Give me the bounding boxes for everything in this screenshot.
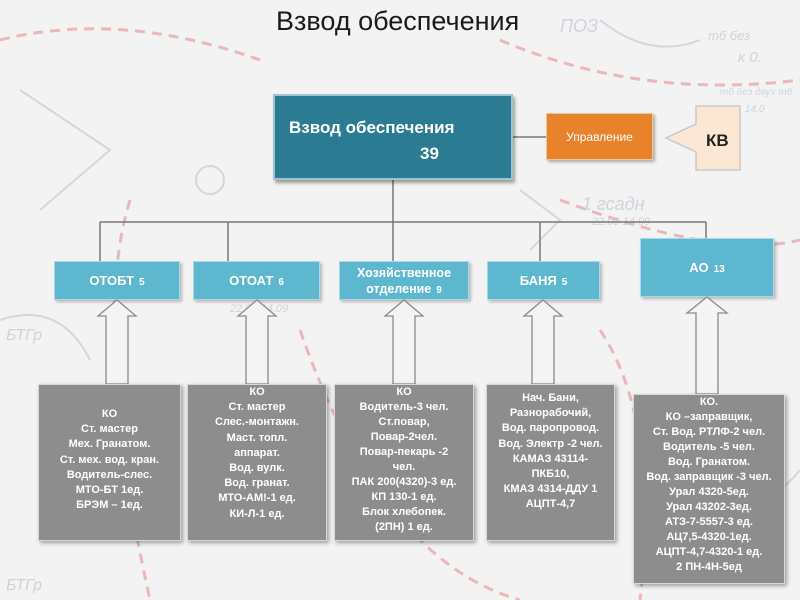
staff-line: Ст. мех. вод. кран.	[59, 453, 160, 466]
staff-line: Ст.повар,	[378, 416, 430, 428]
staff-line: Разнорабочий,	[509, 407, 592, 420]
svg-text:ПОЗ: ПОЗ	[560, 16, 598, 36]
staff-card-otoat: КО Ст. мастер Слес.-монтажн. Маст. топл.…	[187, 384, 327, 541]
arrow-ao	[685, 296, 729, 395]
platoon-box-count: 39	[420, 144, 439, 163]
department-count: 6	[278, 277, 284, 288]
staff-line: Мех. Гранатом.	[68, 438, 151, 451]
staff-line: (2ПН) 1 ед.	[375, 521, 433, 533]
staff-line: Маст. топл.	[226, 431, 288, 444]
staff-line: Водитель -5 чел.	[663, 441, 755, 453]
staff-line: АЦПТ-4,7-4320-1 ед.	[655, 546, 763, 558]
staff-line: Нач. Бани,	[522, 392, 579, 404]
staff-line: Водитель-3 чел.	[359, 401, 449, 413]
department-ao: АО 13	[640, 238, 774, 297]
staff-line: Вод. Электр -2 чел.	[498, 437, 603, 450]
staff-line: Повар-пекарь -2	[359, 446, 449, 458]
staff-line: КП 130-1 ед.	[371, 491, 437, 503]
svg-text:БТГр: БТГр	[6, 577, 42, 594]
staff-line: КО	[249, 386, 265, 398]
staff-line: КО –заправщик,	[665, 411, 753, 423]
staff-card-ao: КО. КО –заправщик, Ст. Вод. РТЛФ-2 чел. …	[633, 394, 785, 584]
staff-line: Вод. паропровод.	[501, 422, 600, 435]
staff-line: Водитель-слес.	[66, 468, 153, 481]
department-count: 5	[139, 277, 145, 288]
arrow-otoat	[236, 299, 278, 385]
staff-line: АЦ7,5-4320-1ед.	[666, 531, 752, 543]
department-count: 9	[436, 285, 442, 296]
department-label: ОТОБТ	[89, 273, 135, 288]
staff-line: аппарат.	[234, 446, 280, 459]
staff-line: Урал 4320-5ед.	[669, 486, 749, 498]
staff-line: Вод. вулк.	[229, 462, 285, 475]
staff-line: Урал 43202-3ед.	[666, 501, 752, 513]
department-label: БАНЯ	[519, 273, 557, 288]
department-label: ОТОАТ	[229, 273, 274, 288]
svg-text:тб без: тб без	[708, 28, 750, 43]
staff-card-banya: Нач. Бани, Разнорабочий, Вод. паропровод…	[486, 384, 615, 541]
staff-line: КИ-Л-1 ед.	[229, 507, 285, 520]
department-banya: БАНЯ 5	[487, 261, 600, 300]
staff-line: КО	[396, 386, 412, 398]
staff-line: Повар-2чел.	[370, 431, 438, 443]
staff-line: АЦПТ-4,7	[525, 498, 576, 511]
department-label: АО	[689, 260, 709, 275]
control-box: Управление	[546, 113, 653, 160]
department-count: 5	[561, 277, 568, 288]
svg-text:1 гсадн: 1 гсадн	[582, 194, 645, 214]
svg-text:тб без двух тб: тб без двух тб	[720, 86, 793, 98]
staff-line: Вод. Гранатом.	[667, 456, 751, 468]
department-otoat: ОТОАТ 6	[193, 261, 320, 300]
platoon-box: Взвод обеспечения 39	[273, 94, 513, 180]
staff-line: АТЗ-7-5557-3 ед.	[665, 516, 753, 528]
staff-line: ПАК 200(4320)-3 ед.	[351, 476, 457, 488]
staff-line: КО.	[699, 396, 719, 408]
staff-line: КО	[101, 408, 118, 420]
staff-card-otobt: КО Ст. мастер Мех. Гранатом. Ст. мех. во…	[38, 384, 181, 541]
arrow-household	[383, 299, 425, 385]
arrow-banya	[522, 299, 564, 385]
staff-line: Блок хлебопек.	[362, 506, 446, 518]
staff-line: БРЭМ – 1ед.	[76, 499, 143, 512]
staff-line: Слес.-монтажн.	[215, 416, 299, 429]
staff-line: Ст. мастер	[81, 423, 138, 436]
staff-line: ПКБ10,	[531, 468, 570, 481]
staff-line: Вод. гранат.	[224, 477, 290, 490]
svg-text:к 0.: к 0.	[738, 49, 762, 66]
slide-title: Взвод обеспечения	[276, 6, 520, 36]
department-count: 13	[713, 264, 725, 275]
staff-line: Ст. мастер	[228, 401, 286, 414]
staff-line: Ст. Вод. РТЛФ-2 чел.	[652, 426, 766, 438]
arrow-otobt	[96, 299, 138, 385]
staff-line: 2 ПН-4Н-5ед	[676, 561, 742, 573]
platoon-box-label: Взвод обеспечения	[289, 118, 455, 137]
department-label-line2: отделение	[366, 282, 432, 296]
staff-line: Вод. заправщик -3 чел.	[646, 471, 772, 483]
staff-card-household: КО Водитель-3 чел. Ст.повар, Повар-2чел.…	[334, 384, 474, 541]
staff-line: КАМАЗ 43114-	[512, 452, 589, 465]
staff-line: чел.	[392, 461, 416, 473]
control-box-label: Управление	[566, 129, 633, 144]
staff-line: МТО-АМ!-1 ед.	[218, 492, 296, 505]
staff-line: МТО-БТ 1ед.	[75, 484, 144, 497]
department-label-line1: Хозяйственное	[356, 266, 452, 280]
kv-callout-shape	[664, 105, 741, 171]
staff-line: КМАЗ 4314-ДДУ 1	[503, 483, 598, 496]
kv-label: КВ	[706, 131, 729, 150]
svg-text:14.0: 14.0	[745, 104, 765, 115]
svg-text:БТГр: БТГр	[6, 327, 42, 344]
